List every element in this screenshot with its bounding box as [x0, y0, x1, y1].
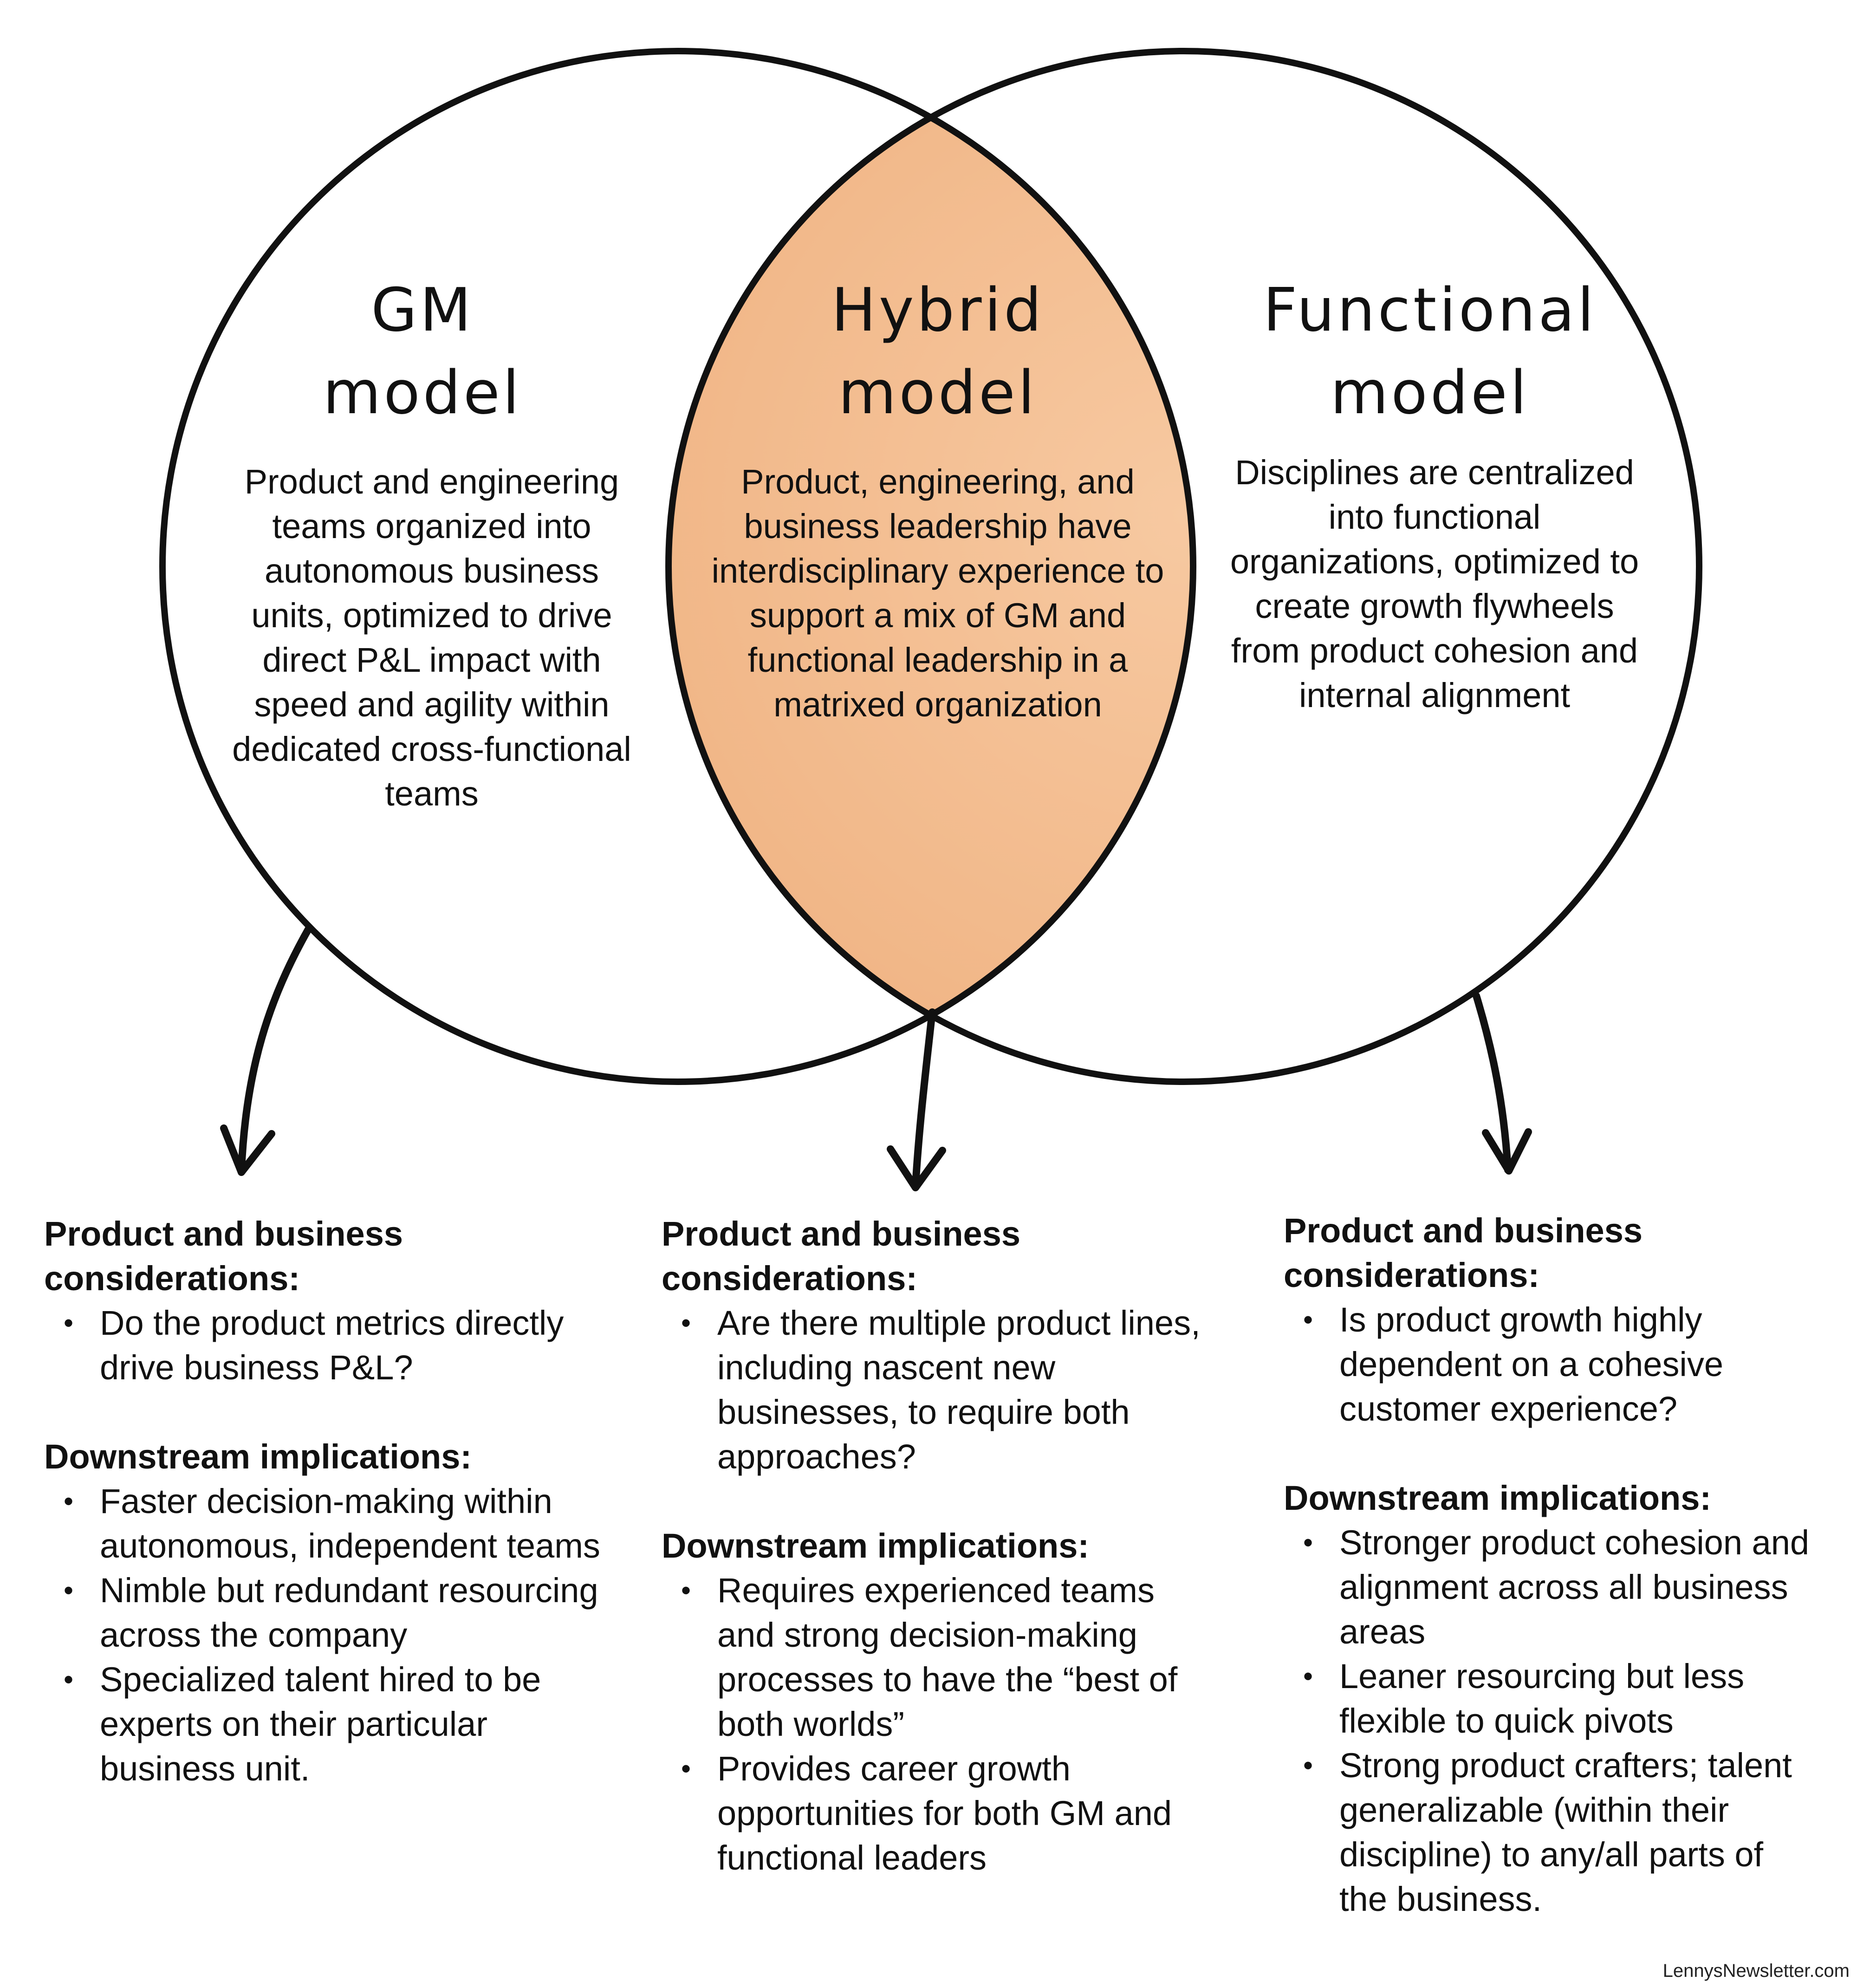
gm-implications-list: Faster decision-making within autonomous… — [44, 1479, 629, 1791]
functional-considerations-heading: Product and business considerations: — [1284, 1211, 1643, 1294]
list-item: Are there multiple product lines, includ… — [681, 1301, 1219, 1479]
list-item: Provides career growth opportunities for… — [681, 1747, 1219, 1880]
list-item: Leaner resourcing but less flexible to q… — [1303, 1654, 1813, 1743]
gm-circle — [159, 48, 1196, 1085]
list-item: Strong product crafters; talent generali… — [1303, 1743, 1813, 1922]
list-item: Stronger product cohesion and alignment … — [1303, 1520, 1813, 1654]
hybrid-title-line-2: model — [838, 358, 1038, 428]
list-item: Faster decision-making within autonomous… — [64, 1479, 629, 1568]
gm-model-description: Product and engineering teams organized … — [232, 462, 631, 813]
gm-considerations-heading: Product and business considerations: — [44, 1215, 403, 1298]
list-item: Specialized talent hired to be experts o… — [64, 1657, 629, 1791]
functional-title-line-2: model — [1330, 358, 1530, 428]
functional-model-title: Functional model — [1216, 269, 1643, 435]
functional-section: Product and business considerations: Is … — [1284, 1208, 1813, 1922]
functional-implications-list: Stronger product cohesion and alignment … — [1284, 1520, 1813, 1922]
gm-implications-heading: Downstream implications: — [44, 1437, 472, 1476]
list-item: Do the product metrics directly drive bu… — [64, 1301, 629, 1390]
hybrid-considerations-heading: Product and business considerations: — [662, 1215, 1021, 1298]
functional-considerations-list: Is product growth highly dependent on a … — [1284, 1298, 1813, 1431]
hybrid-title-line-1: Hybrid — [831, 276, 1045, 345]
gm-title-line-1: GM — [371, 276, 474, 345]
list-item: Nimble but redundant resourcing across t… — [64, 1568, 629, 1657]
list-item: Requires experienced teams and strong de… — [681, 1568, 1219, 1747]
hybrid-implications-heading: Downstream implications: — [662, 1527, 1090, 1565]
gm-title-line-2: model — [323, 358, 522, 428]
hybrid-section: Product and business considerations: Are… — [662, 1212, 1219, 1880]
gm-considerations-list: Do the product metrics directly drive bu… — [44, 1301, 629, 1390]
hybrid-model-title: Hybrid model — [752, 269, 1123, 435]
hybrid-considerations-list: Are there multiple product lines, includ… — [662, 1301, 1219, 1479]
hybrid-model-description: Product, engineering, and business leade… — [711, 462, 1164, 724]
gm-model-title: GM model — [260, 269, 585, 435]
functional-arrow — [1473, 992, 1532, 1175]
functional-circle — [665, 48, 1702, 1085]
functional-title-line-1: Functional — [1263, 276, 1597, 345]
list-item: Is product growth highly dependent on a … — [1303, 1298, 1813, 1431]
gm-arrow — [220, 925, 312, 1176]
overlap-region — [669, 51, 1193, 1082]
hybrid-arrow — [887, 1008, 946, 1191]
functional-model-description: Disciplines are centralized into functio… — [1230, 453, 1639, 715]
functional-implications-heading: Downstream implications: — [1284, 1479, 1712, 1517]
footer-credit: LennysNewsletter.com — [1662, 1961, 1850, 1981]
gm-section: Product and business considerations: Do … — [44, 1212, 629, 1791]
hybrid-implications-list: Requires experienced teams and strong de… — [662, 1568, 1219, 1880]
